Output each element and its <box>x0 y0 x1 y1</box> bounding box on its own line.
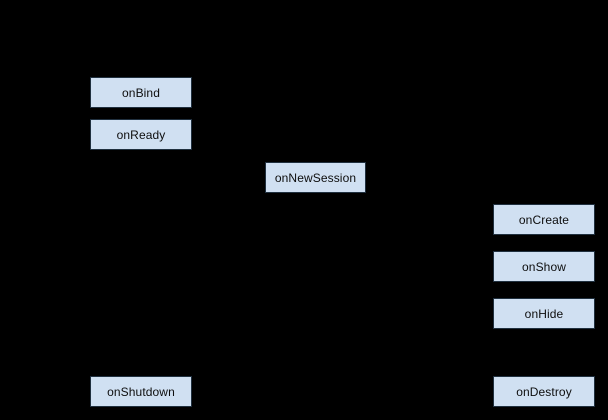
node-on-show[interactable]: onShow <box>493 251 595 282</box>
node-on-ready[interactable]: onReady <box>90 119 192 150</box>
node-label-on-new-session: onNewSession <box>274 170 357 185</box>
node-on-create[interactable]: onCreate <box>493 204 595 235</box>
node-label-on-show: onShow <box>522 259 566 274</box>
node-label-on-bind: onBind <box>122 85 160 100</box>
node-label-on-destroy: onDestroy <box>516 384 572 399</box>
node-on-destroy[interactable]: onDestroy <box>493 376 595 407</box>
node-on-bind[interactable]: onBind <box>90 77 192 108</box>
node-on-new-session[interactable]: onNewSession <box>265 162 366 193</box>
node-on-shutdown[interactable]: onShutdown <box>90 376 192 407</box>
node-label-on-hide: onHide <box>524 306 564 321</box>
node-on-hide[interactable]: onHide <box>493 298 595 329</box>
node-label-on-shutdown: onShutdown <box>107 384 175 399</box>
node-label-on-ready: onReady <box>116 127 166 142</box>
node-label-on-create: onCreate <box>518 212 570 227</box>
